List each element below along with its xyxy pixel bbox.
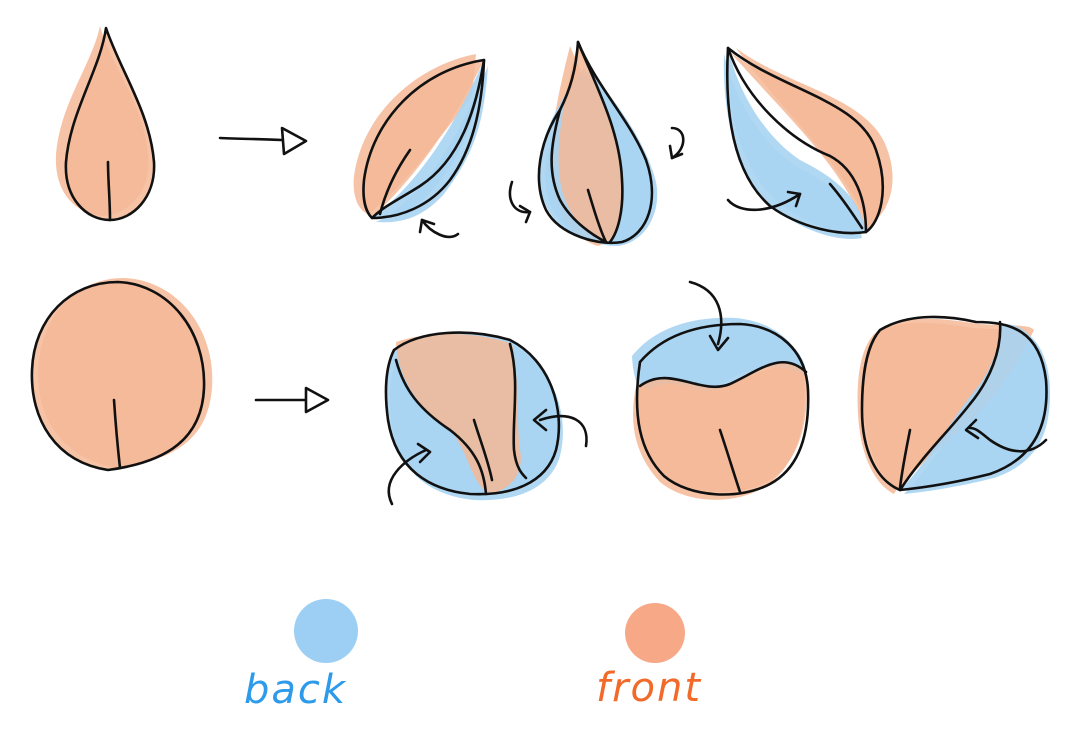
pointed-petal-original xyxy=(55,26,156,222)
arrow-right-1 xyxy=(218,126,308,156)
round-petal-fold-1 xyxy=(384,331,588,506)
round-petal-fold-2 xyxy=(632,280,810,500)
front-label: front xyxy=(596,665,703,711)
back-label: back xyxy=(244,667,348,713)
round-petal-fold-3 xyxy=(857,315,1050,494)
front-swatch xyxy=(625,603,685,663)
pointed-petal-fold-3 xyxy=(723,46,893,239)
round-petal-original xyxy=(30,278,213,472)
arrow-right-2 xyxy=(254,386,330,414)
back-swatch xyxy=(294,599,358,663)
pointed-petal-fold-1 xyxy=(353,54,488,239)
pointed-petal-fold-2 xyxy=(508,40,685,246)
